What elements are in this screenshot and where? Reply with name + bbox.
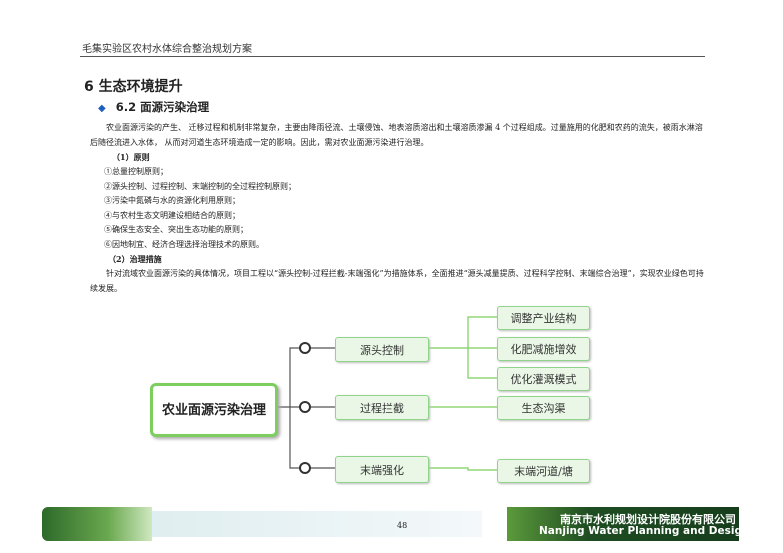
branch-connector [310, 347, 335, 469]
leaf-node: 生态沟渠 [497, 396, 590, 420]
diagram-root-node: 农业面源污染治理 [150, 383, 278, 437]
leaf-node: 优化灌溉模式 [497, 367, 590, 391]
company-banner [507, 507, 739, 541]
branch-node: 过程拦截 [335, 395, 429, 420]
sky-decoration [152, 511, 482, 537]
principle-item: ①总量控制原则； [104, 167, 168, 176]
subsection-label: 6.2 面源污染治理 [115, 100, 210, 114]
running-header: 毛集实验区农村水体综合整治规划方案 [82, 44, 252, 55]
node-circle-icon [299, 342, 311, 354]
root-connector [272, 347, 300, 469]
tree-decoration [42, 507, 152, 541]
node-circle-icon [299, 462, 311, 474]
principle-item: ⑥因地制宜、经济合理选择治理技术的原则。 [104, 239, 264, 249]
intro-paragraph: 农业面源污染的产生、 迁移过程和机制非常复杂，主要由降雨径流、土壤侵蚀、地表溶质… [90, 123, 703, 147]
principle-item: ⑤确保生态安全、突出生态功能的原则； [104, 225, 248, 234]
page-number: 48 [397, 521, 408, 530]
leaf-node: 末端河道/塘 [497, 459, 590, 483]
principle-item: ②源头控制、过程控制、末端控制的全过程控制原则； [104, 181, 296, 191]
branch-node: 源头控制 [335, 337, 429, 362]
principle-item: ③污染中氮磷与水的资源化利用原则； [104, 196, 240, 205]
leaf-connector-source [427, 316, 497, 379]
footer-banner: 48 南京市水利规划设计院股份有限公司 Nanjing Water Planni… [42, 507, 768, 541]
branch-node: 末端强化 [335, 456, 429, 483]
subsection-title: ◆ 6.2 面源污染治理 [98, 99, 209, 115]
diamond-bullet-icon: ◆ [98, 103, 106, 114]
section-title: 6 生态环境提升 [84, 79, 183, 95]
company-name-en: Nanjing Water Planning and Designing [539, 525, 769, 537]
header-divider [80, 56, 705, 57]
principle-item: ④与农村生态文明建设相结合的原则； [104, 210, 240, 220]
company-name-cn: 南京市水利规划设计院股份有限公司 [560, 513, 736, 526]
principles-list: ①总量控制原则； ②源头控制、过程控制、末端控制的全过程控制原则； ③污染中氮磷… [104, 165, 296, 252]
leaf-connector-end [427, 467, 497, 471]
node-circle-icon [299, 401, 311, 413]
principles-heading: （1）原则 [112, 152, 150, 162]
measures-paragraph: 针对流域农业面源污染的具体情况，项目工程以“源头控制-过程拦截-末端强化”为措施… [90, 269, 704, 293]
measures-heading: （2）治理措施 [108, 254, 162, 264]
leaf-node: 调整产业结构 [497, 306, 590, 330]
leaf-node: 化肥减施增效 [497, 337, 590, 361]
